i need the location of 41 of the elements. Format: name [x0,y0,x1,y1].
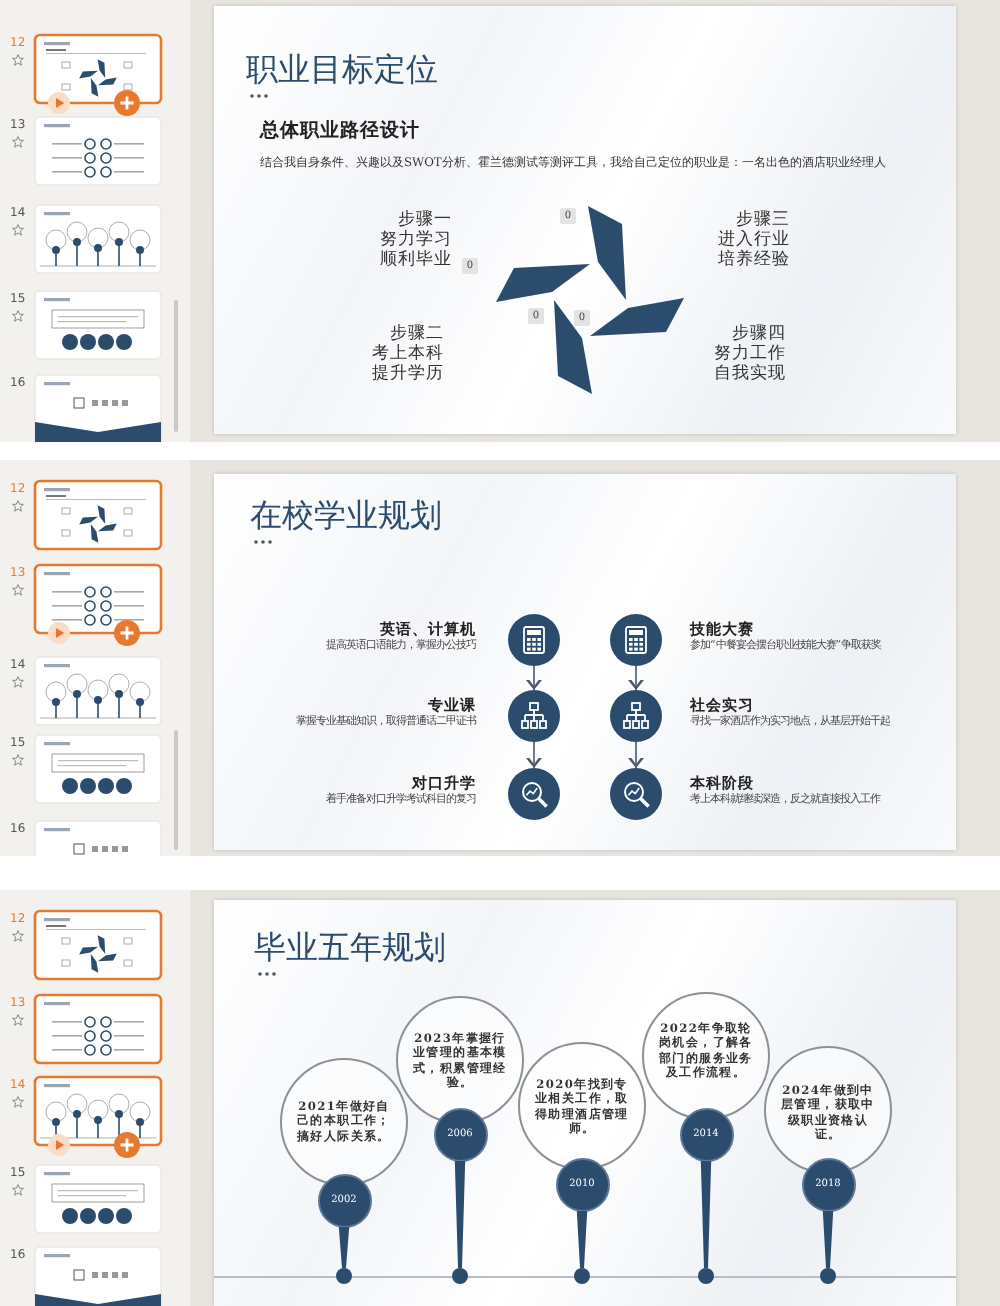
timeline-stem [700,1161,712,1268]
timeline-dot [698,1268,714,1284]
timeline-dot [452,1268,468,1284]
step-text: 进入行业 [718,231,790,250]
year-circle [433,1107,487,1161]
timeline-stem [822,1211,834,1268]
icon-circle [508,690,560,742]
icon-circle [610,690,662,742]
step-text: 顺利毕业 [380,251,452,271]
slide-title: 在校学业规划 [250,498,442,532]
step-text: 自我实现 [714,365,786,385]
year-circle [801,1157,855,1211]
step-heading: 步骤三 [736,212,790,230]
year-circle [317,1173,371,1227]
timeline-stem [338,1227,350,1268]
step-heading: 步骤四 [732,326,786,344]
step-text: 考上本科 [372,345,444,364]
icon-circle [610,614,662,666]
step-text: 提升学历 [372,365,444,385]
step-heading: 步骤二 [390,326,444,344]
milestone-circle [518,1042,646,1170]
slide-title: 职业目标定位 [246,52,438,86]
slide [214,900,956,1306]
timeline-stem [576,1211,588,1268]
slide [214,6,956,434]
slide-title: 毕业五年规划 [254,930,446,964]
timeline-stem [454,1161,466,1268]
icon-circle [508,614,560,666]
step-text: 努力学习 [380,231,452,250]
section-heading: 总体职业路径设计 [260,120,420,142]
icon-circle [610,768,662,820]
timeline-dot [574,1268,590,1284]
icon-circle [508,768,560,820]
slide [214,474,956,850]
step-heading: 步骤一 [398,212,452,230]
timeline-dot [820,1268,836,1284]
timeline-dot [336,1268,352,1284]
step-text: 努力工作 [714,345,786,364]
year-circle [555,1157,609,1211]
year-circle [679,1107,733,1161]
step-text: 培养经验 [718,251,790,271]
